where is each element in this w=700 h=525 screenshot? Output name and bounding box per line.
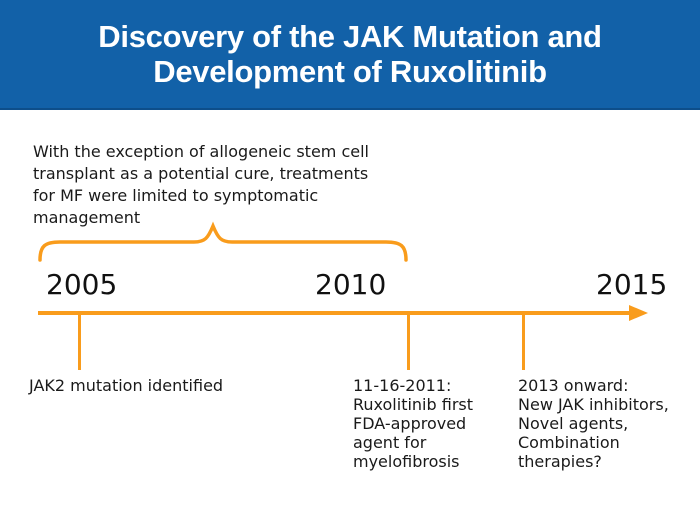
annotation-text: With the exception of allogeneic stem ce… [33,141,369,229]
curly-brace [38,221,408,262]
annotation-line: With the exception of allogeneic stem ce… [33,142,369,161]
event-text-line: 2013 onward: [518,376,629,395]
slide-title-line-1: Discovery of the JAK Mutation and [98,19,602,54]
title-banner: Discovery of the JAK Mutation and Develo… [0,0,700,110]
event-text-line: Combination [518,433,620,452]
event-text-line: 11-16-2011: [353,376,452,395]
event-text-line: JAK2 mutation identified [29,376,224,395]
tick-mark-2013 [522,315,525,370]
annotation-line: for MF were limited to symptomatic [33,186,319,205]
event-label-2013-onward: 2013 onward: New JAK inhibitors, Novel a… [518,376,669,471]
event-label-jak2: JAK2 mutation identified [29,376,223,395]
year-label-2010: 2010 [315,268,387,301]
tick-mark-2005 [78,315,81,370]
event-text-line: myelofibrosis [353,452,460,471]
brace-path [38,221,408,262]
timeline-axis [38,305,648,321]
annotation-line: management [33,208,141,227]
year-label-2005: 2005 [46,268,118,301]
tick-mark-2011 [407,315,410,370]
slide-title-line-2: Development of Ruxolitinib [153,54,547,89]
annotation-line: transplant as a potential cure, treatmen… [33,164,369,183]
event-text-line: Novel agents, [518,414,629,433]
year-label-2015: 2015 [596,268,668,301]
event-text-line: New JAK inhibitors, [518,395,669,414]
event-text-line: agent for [353,433,427,452]
event-label-ruxolitinib: 11-16-2011: Ruxolitinib first FDA-approv… [353,376,473,471]
event-text-line: Ruxolitinib first [353,395,474,414]
event-text-line: FDA-approved [353,414,467,433]
timeline-arrowhead-icon [629,305,648,321]
event-text-line: therapies? [518,452,602,471]
